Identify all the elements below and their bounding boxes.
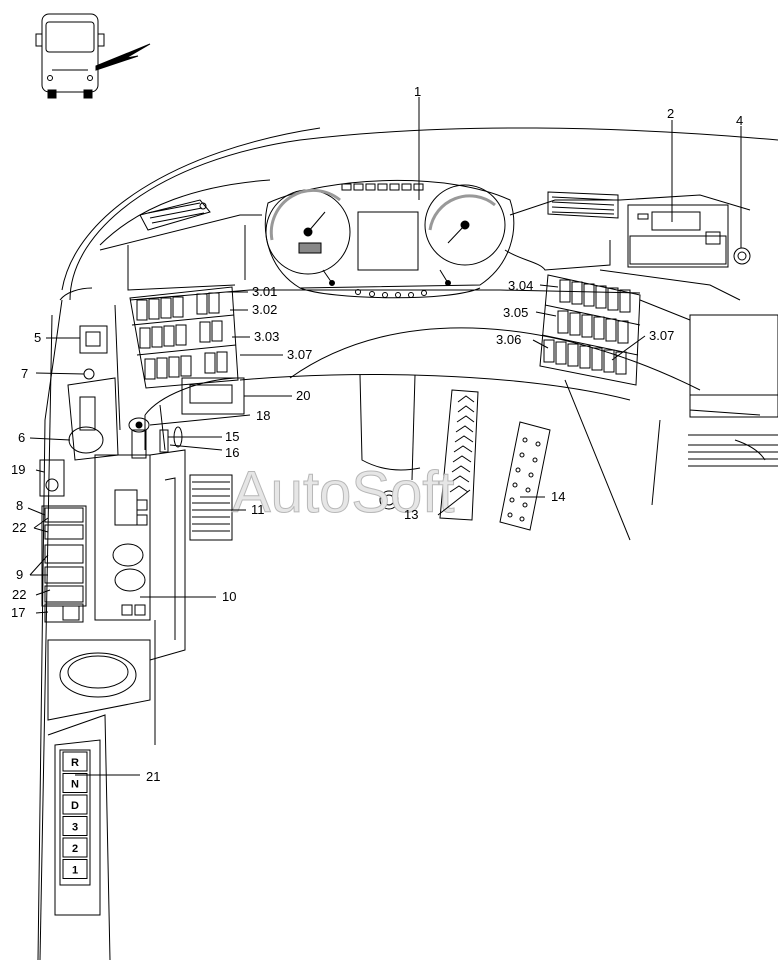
warning-lamp-row bbox=[355, 289, 427, 298]
callout-11: 11 bbox=[251, 502, 265, 517]
callout-15: 15 bbox=[225, 429, 239, 444]
dashboard-outline bbox=[69, 127, 778, 301]
knob-18 bbox=[128, 417, 150, 459]
gear-label-1: 1 bbox=[72, 865, 78, 877]
gear-button-1 bbox=[62, 859, 88, 879]
callout-3-07-right: 3.07 bbox=[649, 328, 674, 343]
gear-label-2: 2 bbox=[72, 843, 78, 855]
accelerator-pedal-14 bbox=[499, 421, 551, 531]
callout-3-02: 3.02 bbox=[252, 302, 277, 317]
gear-button-R bbox=[62, 751, 88, 772]
tachograph bbox=[181, 377, 245, 415]
gear-label-3: 3 bbox=[72, 822, 78, 834]
callout-22-top: 22 bbox=[12, 520, 26, 535]
socket-19 bbox=[39, 459, 65, 497]
gear-selector-21: RND 3 2 1 bbox=[59, 749, 91, 886]
gear-button-N bbox=[62, 773, 88, 793]
callout-16: 16 bbox=[225, 445, 239, 460]
callout-7: 7 bbox=[21, 366, 28, 381]
callout-4: 4 bbox=[736, 113, 743, 128]
callout-5: 5 bbox=[34, 330, 41, 345]
floor-grille-right bbox=[688, 439, 778, 467]
callout-8: 8 bbox=[16, 498, 23, 513]
callout-3-03: 3.03 bbox=[254, 329, 279, 344]
leader-lines bbox=[27, 97, 742, 776]
watermark: AutoSoft bbox=[232, 460, 454, 525]
switch-panel-right bbox=[539, 274, 641, 386]
column-boss bbox=[379, 490, 399, 510]
gear-button-D bbox=[62, 794, 88, 815]
left-air-vent bbox=[139, 199, 211, 231]
instrument-cluster bbox=[264, 180, 515, 299]
callout-3-07-left: 3.07 bbox=[287, 347, 312, 362]
cup-holder bbox=[47, 639, 151, 721]
view-direction-arrow-icon bbox=[95, 43, 151, 71]
gear-label-R: R bbox=[71, 757, 79, 769]
callout-22-bottom: 22 bbox=[12, 587, 26, 602]
callout-1: 1 bbox=[414, 84, 421, 99]
bus-front-icon bbox=[35, 13, 105, 99]
callout-21: 21 bbox=[146, 769, 160, 784]
callout-3-05: 3.05 bbox=[503, 305, 528, 320]
radio-unit bbox=[627, 204, 729, 268]
callout-10: 10 bbox=[222, 589, 236, 604]
switch-5 bbox=[79, 325, 108, 354]
callout-3-04: 3.04 bbox=[508, 278, 533, 293]
lever-6 bbox=[67, 377, 119, 461]
callout-19: 19 bbox=[11, 462, 25, 477]
callout-13: 13 bbox=[404, 507, 418, 522]
callout-9: 9 bbox=[16, 567, 23, 582]
right-air-vent bbox=[547, 191, 619, 219]
callout-3-06: 3.06 bbox=[496, 332, 521, 347]
knob-4 bbox=[733, 247, 751, 265]
vent-11 bbox=[189, 474, 233, 541]
callout-14: 14 bbox=[551, 489, 565, 504]
switch-panel-left bbox=[129, 286, 239, 389]
gear-label-D: D bbox=[71, 800, 79, 812]
brake-pedal-13 bbox=[439, 389, 479, 521]
callout-2: 2 bbox=[667, 106, 674, 121]
gear-label-N: N bbox=[71, 779, 79, 791]
callout-labels: 1 2 4 3.01 3.02 3.03 3.07 3.04 3.05 3.06… bbox=[11, 84, 743, 784]
callout-17: 17 bbox=[11, 605, 25, 620]
gear-button-3 bbox=[62, 816, 88, 836]
callout-6: 6 bbox=[18, 430, 25, 445]
callout-18: 18 bbox=[256, 408, 270, 423]
gear-button-2 bbox=[62, 837, 88, 858]
callout-3-01: 3.01 bbox=[252, 284, 277, 299]
callout-20: 20 bbox=[296, 388, 310, 403]
center-console-10 bbox=[94, 454, 151, 621]
